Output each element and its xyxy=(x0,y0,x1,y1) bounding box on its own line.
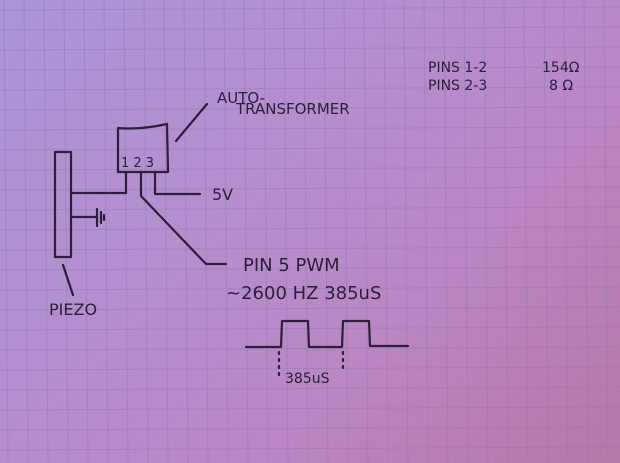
grid-line-horizontal xyxy=(0,406,620,411)
grid-line-horizontal xyxy=(0,46,620,51)
waveform-period-label: 385uS xyxy=(285,371,330,387)
grid-line-vertical xyxy=(103,0,109,463)
grid-line-vertical xyxy=(203,0,209,463)
grid-line-vertical xyxy=(223,0,229,463)
grid-line-vertical xyxy=(163,0,169,463)
grid-line-horizontal xyxy=(0,426,620,431)
ground-symbol-icon xyxy=(95,207,106,228)
grid-line-vertical xyxy=(263,0,269,463)
grid-line-vertical xyxy=(483,0,489,463)
grid-line-vertical xyxy=(443,0,449,463)
grid-line-vertical xyxy=(303,0,309,463)
pin1-wire xyxy=(69,170,128,195)
grid-line-vertical xyxy=(583,0,589,463)
grid-line-horizontal xyxy=(0,446,620,451)
grid-line-horizontal xyxy=(0,26,620,31)
grid-line-horizontal xyxy=(0,246,620,251)
autotransformer-body xyxy=(116,122,170,174)
autotransformer-label-line2: TRANSFORMER xyxy=(235,100,350,118)
grid-line-vertical xyxy=(503,0,509,463)
grid-line-vertical xyxy=(563,0,569,463)
grid-line-vertical xyxy=(523,0,529,463)
grid-line-horizontal xyxy=(0,286,620,291)
grid-line-vertical xyxy=(123,0,129,463)
pins-2-3-value: 8 Ω xyxy=(549,78,573,94)
pins-1-2-label: PINS 1-2 xyxy=(428,60,487,76)
piezo-element xyxy=(53,150,73,259)
grid-line-vertical xyxy=(363,0,369,463)
piezo-label: PIEZO xyxy=(49,300,97,319)
grid-line-horizontal xyxy=(0,386,620,391)
autotransformer-pin-labels: 1 2 3 xyxy=(121,156,154,171)
pwm-label: PIN 5 PWM xyxy=(243,255,340,276)
grid-line-vertical xyxy=(63,0,69,463)
grid-line-vertical xyxy=(143,0,149,463)
grid-line-horizontal xyxy=(0,226,620,231)
grid-line-horizontal xyxy=(0,206,620,211)
pwm-waveform xyxy=(244,319,410,349)
grid-line-vertical xyxy=(183,0,189,463)
pin2-wire xyxy=(139,170,228,266)
pins-2-3-label: PINS 2-3 xyxy=(428,78,487,94)
grid-line-horizontal xyxy=(0,186,620,191)
autotransformer-label-line1: AUTO- xyxy=(217,89,265,107)
grid-line-horizontal xyxy=(0,86,620,91)
grid-line-horizontal xyxy=(0,366,620,371)
grid-line-horizontal xyxy=(0,106,620,111)
grid-line-horizontal xyxy=(0,146,620,151)
piezo-leader xyxy=(61,263,75,297)
grid-line-vertical xyxy=(603,0,609,463)
grid-line-vertical xyxy=(403,0,409,463)
pins-1-2-value: 154Ω xyxy=(542,60,580,76)
grid-line-vertical xyxy=(83,0,89,463)
grid-line-vertical xyxy=(383,0,389,463)
grid-line-vertical xyxy=(43,0,49,463)
grid-line-vertical xyxy=(343,0,349,463)
grid-line-vertical xyxy=(23,0,29,463)
grid-line-horizontal xyxy=(0,6,620,11)
grid-line-vertical xyxy=(243,0,249,463)
grid-line-horizontal xyxy=(0,266,620,271)
grid-line-horizontal xyxy=(0,126,620,131)
grid-line-vertical xyxy=(3,0,9,463)
grid-line-horizontal xyxy=(0,326,620,331)
autotransformer-leader xyxy=(174,102,209,143)
grid-line-vertical xyxy=(283,0,289,463)
grid-line-vertical xyxy=(543,0,549,463)
pin3-wire xyxy=(153,170,202,196)
grid-line-horizontal xyxy=(0,346,620,351)
supply-label: 5V xyxy=(212,185,233,204)
pwm-spec: ~2600 HZ 385uS xyxy=(226,283,381,304)
grid-line-horizontal xyxy=(0,306,620,311)
grid-line-vertical xyxy=(423,0,429,463)
grid-line-vertical xyxy=(323,0,329,463)
grid-line-vertical xyxy=(463,0,469,463)
grid-line-horizontal xyxy=(0,166,620,171)
grid-line-horizontal xyxy=(0,66,620,71)
